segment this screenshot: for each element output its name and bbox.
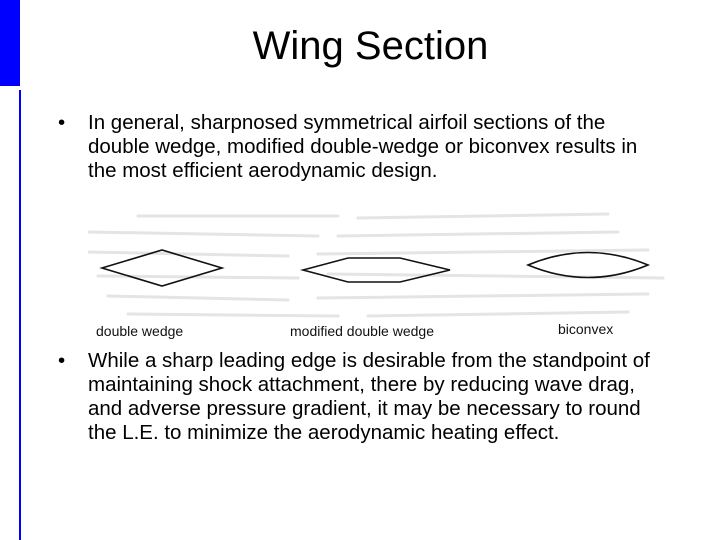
airfoil-sections-figure: double wedge modified double wedge bicon… <box>88 206 666 344</box>
airfoil-sections-drawing: double wedge modified double wedge bicon… <box>88 212 665 339</box>
slide-title: Wing Section <box>252 24 489 68</box>
double-wedge-shape <box>99 249 225 287</box>
bullet-point-2: • While a sharp leading edge is desirabl… <box>58 349 668 445</box>
label-biconvex: biconvex <box>558 321 613 337</box>
label-double-wedge: double wedge <box>96 323 183 339</box>
scan-background-lines <box>88 212 665 318</box>
bullet-point-1: • In general, sharpnosed symmetrical air… <box>58 111 668 183</box>
biconvex-shape <box>525 251 651 279</box>
label-modified-double-wedge: modified double wedge <box>290 323 434 339</box>
bullet-marker: • <box>58 111 66 134</box>
bullet-marker: • <box>58 349 66 372</box>
bullet-text: While a sharp leading edge is desirable … <box>88 349 650 444</box>
bullet-text: In general, sharpnosed symmetrical airfo… <box>88 111 638 182</box>
accent-side-bar <box>0 0 20 86</box>
modified-double-wedge-shape <box>299 257 451 283</box>
accent-side-line <box>19 90 21 540</box>
